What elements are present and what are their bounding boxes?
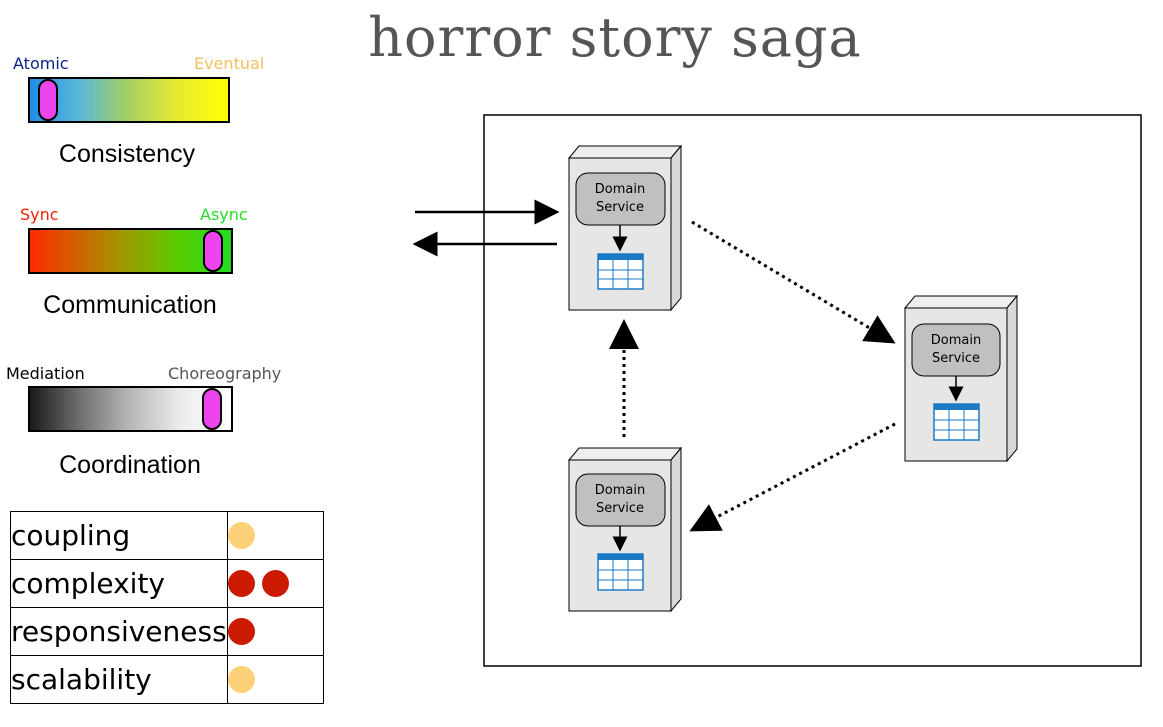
scale-consistency-left-label: Atomic bbox=[13, 54, 69, 73]
table-row: complexity bbox=[10, 559, 324, 608]
service-label-line1: Domain bbox=[931, 333, 981, 348]
table-row: scalability bbox=[10, 655, 324, 704]
async-flow-arrow-1-to-2 bbox=[691, 220, 896, 344]
service-label-line1: Domain bbox=[595, 483, 645, 498]
database-table-icon bbox=[597, 253, 644, 290]
service-label-line1: Domain bbox=[595, 182, 645, 197]
consistency-scale-bar bbox=[28, 77, 230, 123]
service-label-line2: Service bbox=[596, 501, 644, 516]
page-title: horror story saga bbox=[368, 6, 862, 69]
metrics-table: coupling complexity responsiveness scala… bbox=[10, 511, 324, 704]
scale-coordination-right-label: Choreography bbox=[168, 364, 282, 383]
service-node-2: Domain Service bbox=[903, 294, 1019, 463]
metric-rating bbox=[227, 655, 324, 704]
rating-dot bbox=[228, 570, 255, 597]
database-table-icon bbox=[933, 403, 980, 441]
domain-service-box bbox=[575, 172, 666, 226]
metric-name: responsiveness bbox=[10, 607, 228, 656]
service-node-3: Domain Service bbox=[567, 446, 683, 613]
consistency-scale-title: Consistency bbox=[58, 140, 196, 168]
communication-scale-title: Communication bbox=[43, 291, 217, 319]
rating-dot bbox=[262, 570, 289, 597]
metric-name: scalability bbox=[10, 655, 228, 704]
service-label-line2: Service bbox=[596, 200, 644, 215]
async-flow-arrow-2-to-3 bbox=[689, 422, 896, 532]
domain-service-box bbox=[575, 473, 666, 527]
service-label-line2: Service bbox=[932, 351, 980, 366]
consistency-scale-marker bbox=[38, 79, 58, 121]
rating-dot bbox=[228, 666, 255, 693]
coordination-scale-marker bbox=[202, 388, 222, 430]
scale-consistency-right-label: Eventual bbox=[194, 54, 265, 73]
service-node-1: Domain Service bbox=[567, 144, 683, 312]
scale-coordination-left-label: Mediation bbox=[6, 364, 85, 383]
scale-communication-right-label: Async bbox=[200, 205, 248, 224]
metric-name: complexity bbox=[10, 559, 228, 608]
system-boundary bbox=[483, 114, 1142, 667]
scale-communication-left-label: Sync bbox=[20, 205, 59, 224]
rating-dot bbox=[228, 522, 255, 549]
metric-rating bbox=[227, 559, 324, 608]
domain-service-box bbox=[911, 323, 1001, 377]
communication-scale-bar bbox=[28, 228, 233, 274]
coordination-scale-title: Coordination bbox=[59, 451, 201, 479]
rating-dot bbox=[228, 618, 255, 645]
database-table-icon bbox=[597, 553, 644, 591]
table-row: responsiveness bbox=[10, 607, 324, 656]
metric-rating bbox=[227, 607, 324, 656]
communication-scale-marker bbox=[203, 230, 223, 272]
coordination-scale-bar bbox=[28, 386, 233, 432]
